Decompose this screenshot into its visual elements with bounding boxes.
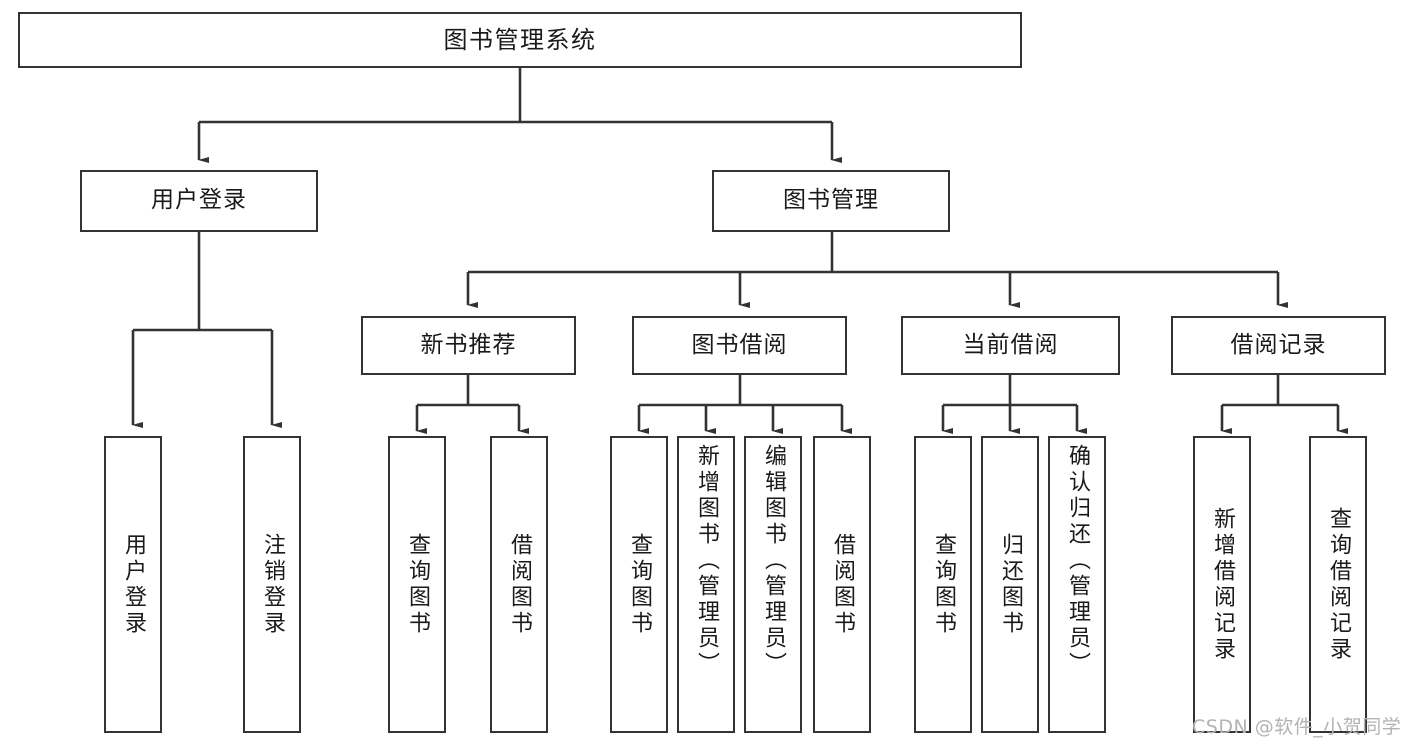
- node-label: 归还图书: [998, 532, 1023, 637]
- node-book-management[interactable]: 图书管理: [712, 170, 950, 232]
- node-label: 用户登录: [151, 187, 247, 214]
- node-current-borrow[interactable]: 当前借阅: [901, 316, 1120, 375]
- node-user-login[interactable]: 用户登录: [80, 170, 318, 232]
- leaf-query-borrow-record[interactable]: 查询借阅记录: [1309, 436, 1367, 733]
- node-label: 新书推荐: [420, 331, 517, 358]
- leaf-query-book-borrow[interactable]: 查询图书: [610, 436, 668, 733]
- leaf-return-book[interactable]: 归还图书: [981, 436, 1039, 733]
- node-borrow-record[interactable]: 借阅记录: [1171, 316, 1386, 375]
- node-label: 借阅图书: [507, 532, 532, 637]
- node-label: 查询图书: [627, 532, 652, 637]
- node-label: 当前借阅: [962, 331, 1059, 358]
- node-label: 注销登录: [260, 532, 285, 637]
- node-book-borrow[interactable]: 图书借阅: [632, 316, 847, 375]
- node-label: 用户登录: [121, 532, 146, 637]
- leaf-query-book-current[interactable]: 查询图书: [914, 436, 972, 733]
- leaf-edit-book-admin[interactable]: 编辑图书（管理员）: [744, 436, 802, 733]
- node-label: 图书管理: [783, 187, 879, 214]
- leaf-add-book-admin[interactable]: 新增图书（管理员）: [677, 436, 735, 733]
- node-label: 查询图书: [931, 532, 956, 637]
- leaf-user-login[interactable]: 用户登录: [104, 436, 162, 733]
- watermark-text: CSDN @软件_小贺同学: [1192, 716, 1402, 738]
- node-label: 查询借阅记录: [1326, 506, 1351, 663]
- node-label: 新增图书（管理员）: [694, 444, 719, 678]
- node-label: 借阅图书: [830, 532, 855, 637]
- node-label: 图书管理系统: [443, 25, 597, 54]
- node-label: 图书借阅: [691, 331, 788, 358]
- node-root-book-management-system[interactable]: 图书管理系统: [18, 12, 1022, 68]
- node-label: 编辑图书（管理员）: [761, 444, 786, 678]
- leaf-borrow-book-new[interactable]: 借阅图书: [490, 436, 548, 733]
- node-label: 新增借阅记录: [1210, 506, 1235, 663]
- leaf-logout[interactable]: 注销登录: [243, 436, 301, 733]
- leaf-add-borrow-record[interactable]: 新增借阅记录: [1193, 436, 1251, 733]
- node-new-book-recommend[interactable]: 新书推荐: [361, 316, 576, 375]
- node-label: 确认归还（管理员）: [1065, 444, 1090, 678]
- leaf-borrow-book[interactable]: 借阅图书: [813, 436, 871, 733]
- leaf-query-book-new[interactable]: 查询图书: [388, 436, 446, 733]
- leaf-confirm-return-admin[interactable]: 确认归还（管理员）: [1048, 436, 1106, 733]
- node-label: 借阅记录: [1230, 331, 1327, 358]
- node-label: 查询图书: [405, 532, 430, 637]
